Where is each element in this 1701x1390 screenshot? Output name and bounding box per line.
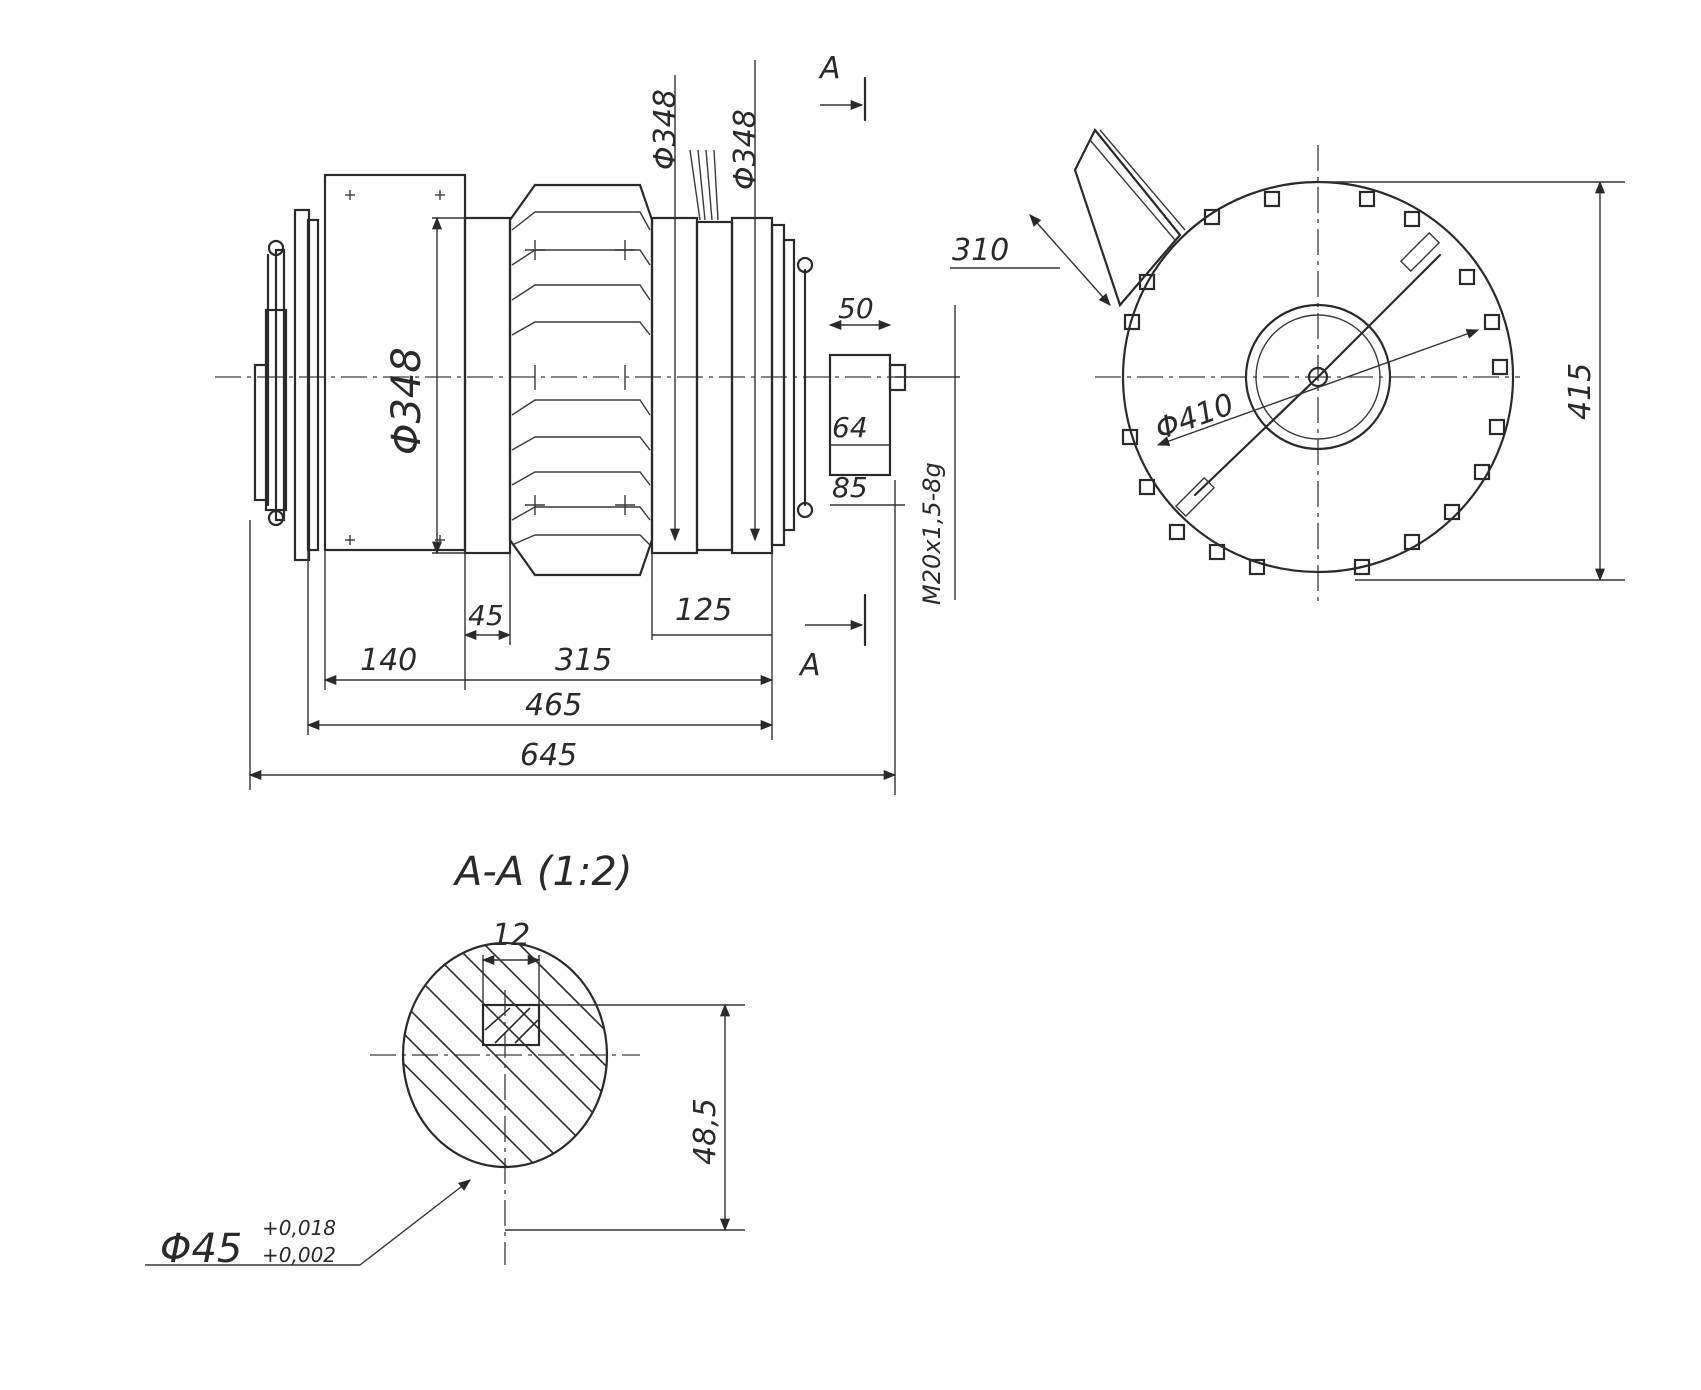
svg-text:64: 64 [832, 411, 868, 444]
terminal-box [1073, 127, 1186, 308]
dim-415: 415 [1563, 363, 1598, 420]
dim-diameter-top-1: Φ348 [648, 89, 683, 170]
svg-text:A: A [798, 648, 821, 683]
ring-band-45 [463, 216, 512, 555]
key [481, 1003, 541, 1047]
tolerance-upper: +0,018 [262, 1216, 336, 1240]
dim-diameter-410: Φ410 [1151, 387, 1239, 448]
tolerance-lower: +0,002 [262, 1243, 336, 1267]
end-view: 310 Φ410 415 [950, 127, 1625, 605]
hatching [403, 943, 607, 1167]
right-small-dims: 50 64 85 M20x1,5-8g [828, 292, 960, 605]
leader-fan [689, 149, 719, 221]
section-title: A-A (1:2) [452, 849, 632, 895]
dim-key-depth: 48,5 [688, 1098, 723, 1165]
svg-text:315: 315 [555, 643, 612, 678]
section-mark-bottom: A [798, 593, 867, 683]
dim-diameter-top-2: Φ348 [728, 109, 763, 190]
svg-text:125: 125 [675, 593, 732, 628]
section-aa: A-A (1:2) 12 48,5 Φ45 [145, 849, 745, 1272]
dim-key-width: 12 [492, 918, 530, 953]
svg-text:465: 465 [525, 688, 582, 723]
dim-310: 310 [952, 233, 1009, 268]
left-end-assembly [253, 208, 320, 562]
svg-text:645: 645 [520, 738, 577, 773]
fins [1121, 190, 1509, 576]
thread-spec: M20x1,5-8g [918, 462, 946, 605]
dim-diameter-body: Φ348 [384, 347, 430, 455]
section-mark-top: A [818, 51, 867, 122]
svg-text:45: 45 [468, 599, 504, 632]
svg-text:140: 140 [360, 643, 417, 678]
side-view: Φ348 Φ348 Φ348 A 50 64 85 M20x1,5-8g [215, 51, 960, 795]
svg-text:A: A [818, 51, 841, 86]
finned-rotor [508, 183, 654, 577]
dim-shaft-diameter: Φ45 [160, 1226, 242, 1272]
svg-text:50: 50 [838, 292, 874, 325]
shaft-section [401, 941, 609, 1169]
bottom-dims: 45 125 140 315 465 645 [248, 480, 897, 795]
svg-text:85: 85 [832, 471, 868, 504]
